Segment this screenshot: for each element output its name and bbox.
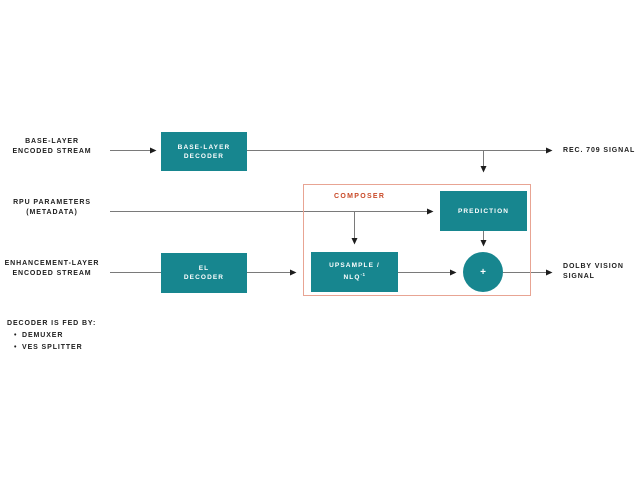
block-label-line: UPSAMPLE /	[329, 262, 380, 270]
composer-group-label: COMPOSER	[334, 193, 386, 200]
decoder-footnote: DECODER IS FED BY: • DEMUXER • VES SPLITTE…	[7, 318, 96, 354]
block-label-line: BASE-LAYER	[177, 143, 231, 151]
footnote-item: • VES SPLITTER	[7, 342, 96, 354]
block-label-line: PREDICTION	[457, 207, 510, 215]
label-rpu-parameters: RPU PARAMETERS (METADATA)	[4, 198, 100, 218]
label-line: ENCODED STREAM	[12, 270, 92, 277]
block-label-line: NLQ-1	[343, 270, 365, 282]
footnote-item-text: VES SPLITTER	[22, 344, 83, 351]
composer-group-box: COMPOSER	[303, 184, 531, 296]
label-dolby-vision-signal: DOLBY VISION SIGNAL	[563, 262, 624, 282]
block-label-line: EL	[198, 265, 210, 272]
label-enhancement-layer-encoded-stream: ENHANCEMENT-LAYER ENCODED STREAM	[2, 259, 102, 279]
footnote-item: • DEMUXER	[7, 330, 96, 342]
label-line: DOLBY VISION	[563, 263, 624, 270]
label-line: SIGNAL	[563, 273, 595, 280]
label-base-layer-encoded-stream: BASE-LAYER ENCODED STREAM	[4, 137, 100, 157]
sum-node: +	[463, 252, 503, 292]
plus-icon: +	[480, 266, 486, 278]
footnote-heading: DECODER IS FED BY:	[7, 320, 97, 327]
bullet-icon: •	[14, 344, 18, 351]
nlq-exponent: -1	[360, 272, 366, 278]
block-prediction: PREDICTION	[440, 191, 527, 231]
block-base-layer-decoder: BASE-LAYER DECODER	[161, 132, 247, 171]
footnote-item-text: DEMUXER	[22, 332, 64, 339]
label-line: ENCODED STREAM	[12, 148, 92, 155]
block-upsample-nlq: UPSAMPLE / NLQ-1	[311, 252, 398, 292]
bullet-icon: •	[14, 332, 18, 339]
label-line: ENHANCEMENT-LAYER	[4, 260, 100, 267]
label-line: BASE-LAYER	[25, 138, 79, 145]
block-el-decoder: EL DECODER	[161, 253, 247, 293]
block-label-line: DECODER	[183, 274, 225, 281]
label-line: (METADATA)	[26, 209, 78, 216]
block-label-line: DECODER	[183, 152, 225, 160]
label-line: RPU PARAMETERS	[13, 199, 91, 206]
nlq-text: NLQ	[343, 274, 361, 282]
label-rec-709-signal: REC. 709 SIGNAL	[563, 147, 636, 154]
